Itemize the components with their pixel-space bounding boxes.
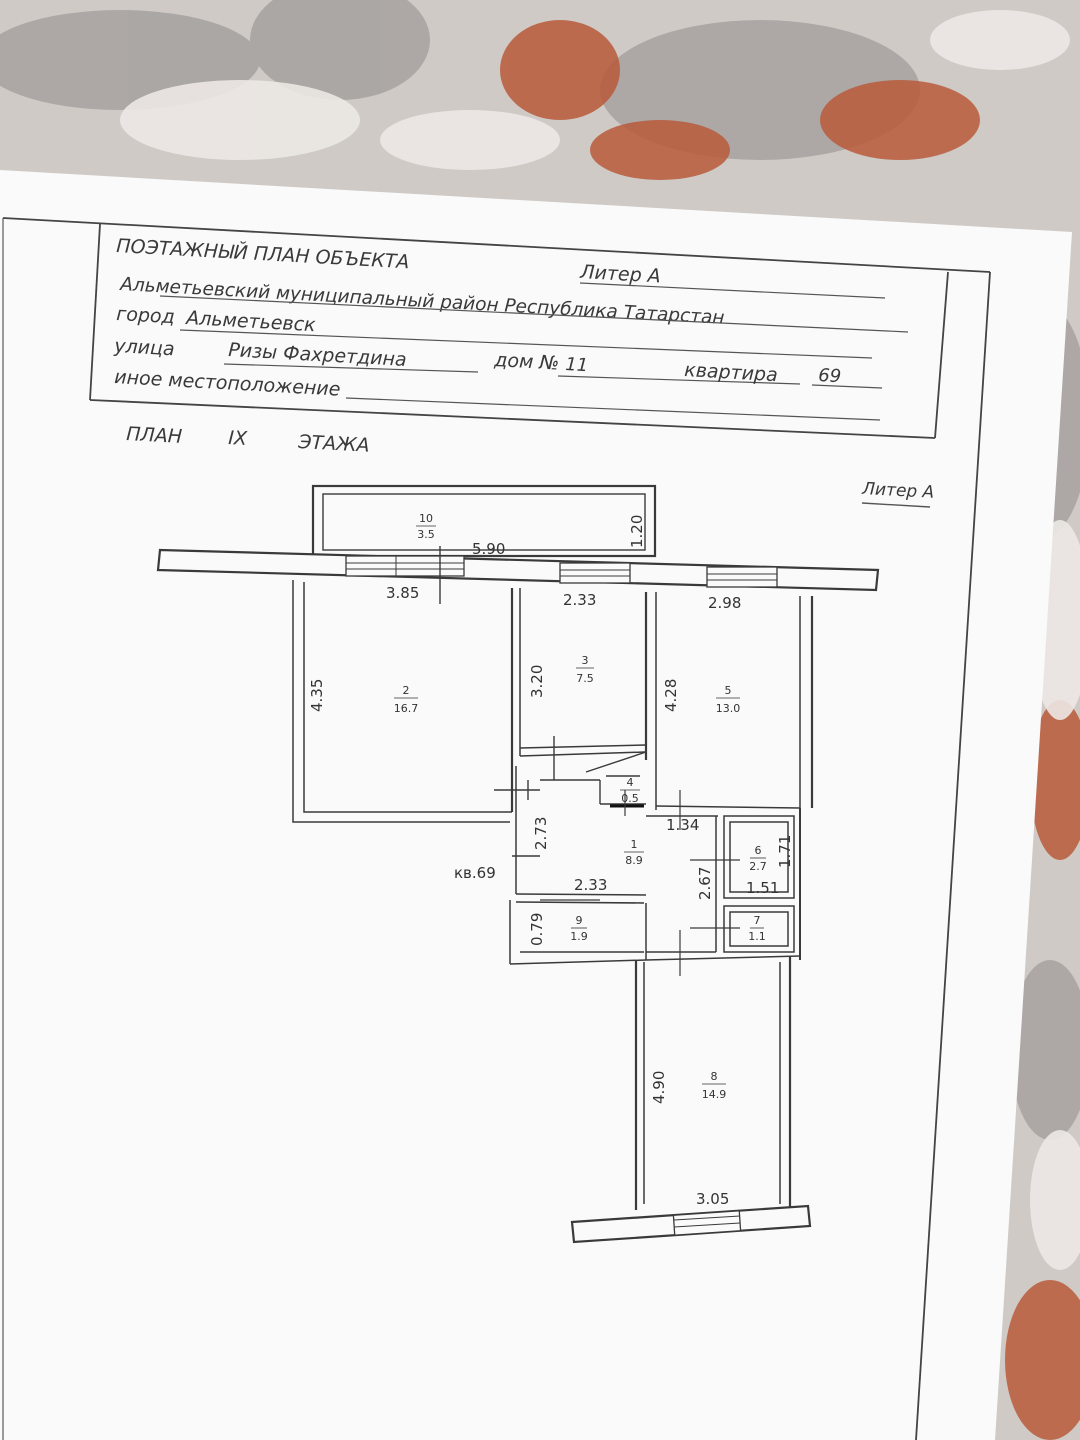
room-7-label: 7 1.1: [748, 914, 766, 943]
dimension-room9-height: 0.79: [528, 913, 546, 946]
header-house-label: дом №: [493, 349, 560, 375]
apartment-label: кв.69: [454, 864, 496, 882]
dimension-hall-width: 2.33: [574, 876, 607, 894]
room-8-label: 8 14.9: [702, 1070, 727, 1101]
svg-text:5: 5: [725, 684, 732, 697]
svg-text:7: 7: [754, 914, 761, 927]
svg-text:1.9: 1.9: [570, 930, 588, 943]
header-house-number: 11: [565, 354, 589, 376]
svg-text:14.9: 14.9: [702, 1088, 727, 1101]
svg-text:1: 1: [631, 838, 638, 851]
svg-text:13.0: 13.0: [716, 702, 741, 715]
frame-right-border: [915, 271, 991, 1440]
dimension-room2-depth: 4.35: [308, 679, 326, 712]
room-labels: 10 3.5 2 16.7 3 7.5 5 13.0 4 0.5 1 8.9: [394, 512, 767, 1101]
floor-plan-drawing: [156, 484, 880, 1244]
plan-liter-label: Литер А: [861, 479, 935, 503]
dimension-room5-depth: 4.28: [662, 679, 680, 712]
plan-floor-number: IX: [228, 427, 249, 450]
svg-text:7.5: 7.5: [576, 672, 594, 685]
plan-floor-word: ЭТАЖА: [297, 431, 370, 457]
svg-text:9: 9: [576, 914, 583, 927]
room-2-label: 2 16.7: [394, 684, 419, 715]
window-bottom: [672, 1210, 742, 1236]
header-apartment-label: квартира: [684, 359, 779, 386]
svg-text:8: 8: [711, 1070, 718, 1083]
svg-text:4: 4: [627, 776, 634, 789]
svg-text:1.1: 1.1: [748, 930, 766, 943]
room-6-label: 6 2.7: [749, 844, 767, 873]
dimension-room3-width: 2.33: [563, 591, 596, 609]
svg-text:3.5: 3.5: [417, 528, 435, 541]
dimension-balcony-length: 5.90: [472, 540, 505, 558]
dimension-room8-depth: 4.90: [650, 1071, 668, 1104]
svg-text:0.5: 0.5: [621, 792, 639, 805]
svg-text:16.7: 16.7: [394, 702, 419, 715]
svg-text:10: 10: [419, 512, 433, 525]
svg-text:8.9: 8.9: [625, 854, 643, 867]
paper-sheet: [0, 170, 1072, 1440]
dimension-room6-width: 1.51: [746, 879, 779, 897]
balcony-room-10: [311, 484, 657, 558]
window-top-right: [706, 566, 778, 588]
exterior-wall-top: [156, 548, 880, 592]
header-city-label: город: [116, 303, 176, 328]
svg-text:2.7: 2.7: [749, 860, 767, 873]
room-3-label: 3 7.5: [576, 654, 594, 685]
dimension-hall-right-width: 1.34: [666, 816, 699, 834]
dimension-room5-width: 2.98: [708, 594, 741, 612]
dimension-hall-height: 2.73: [532, 817, 550, 850]
window-top-left: [345, 555, 465, 577]
dimension-room3-depth: 3.20: [528, 665, 546, 698]
svg-text:2: 2: [403, 684, 410, 697]
dimension-balcony-depth: 1.20: [628, 515, 646, 548]
dimension-room8-width: 3.05: [696, 1190, 729, 1208]
header-apartment-number: 69: [818, 365, 842, 387]
dimension-room6-height: 1.71: [776, 835, 794, 868]
window-top-middle: [559, 562, 631, 584]
header-street-label: улица: [113, 335, 175, 360]
room-9-label: 9 1.9: [570, 914, 588, 943]
plan-word: ПЛАН: [126, 423, 183, 448]
room-5-label: 5 13.0: [716, 684, 741, 715]
room-1-label: 1 8.9: [624, 838, 644, 867]
room-10-label: 10 3.5: [416, 512, 436, 541]
dimension-hall-right-height: 2.67: [696, 867, 714, 900]
svg-text:6: 6: [755, 844, 762, 857]
svg-text:3: 3: [582, 654, 589, 667]
dimension-room2-width: 3.85: [386, 584, 419, 602]
dimension-labels: 5.90 1.20 3.85 2.33 2.98 4.35 3.20 4.28 …: [308, 515, 794, 1208]
room-4-label: 4 0.5: [620, 776, 640, 805]
